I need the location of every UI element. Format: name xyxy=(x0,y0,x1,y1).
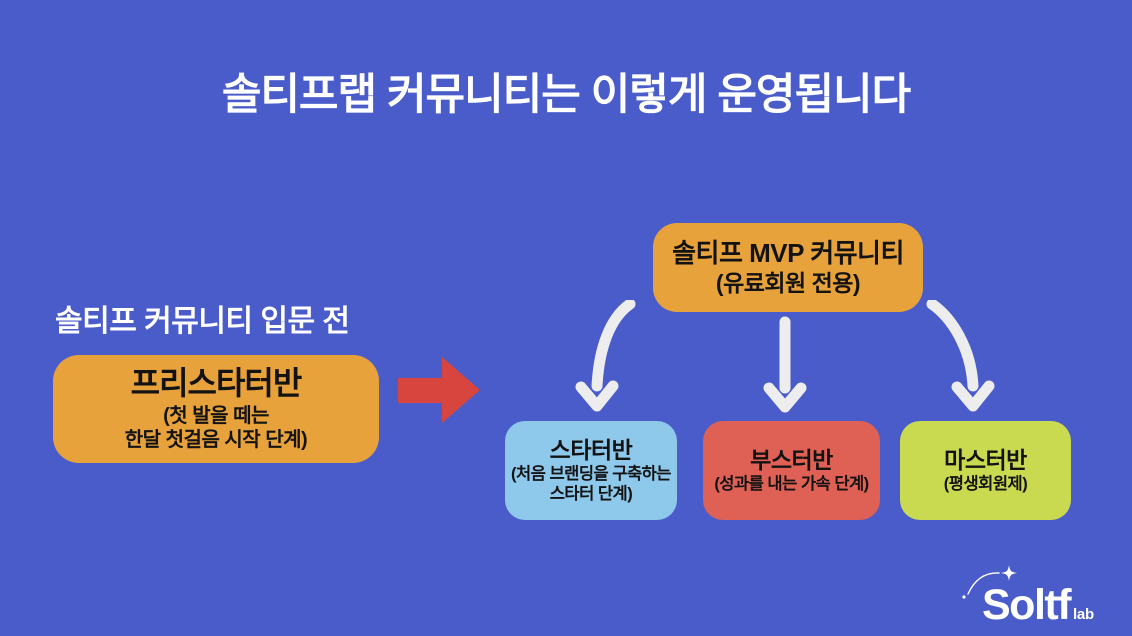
booster-box-title: 부스터반 xyxy=(750,446,833,473)
starter-box: 스타터반 (처음 브랜딩을 구축하는 스타터 단계) xyxy=(505,421,677,520)
curve-right-arrow-icon xyxy=(926,300,979,392)
brand-logo: Soltf lab xyxy=(982,584,1094,627)
prestarter-box-desc-line1: (첫 발을 떼는 xyxy=(163,405,269,428)
brand-logo-suffix: lab xyxy=(1073,606,1094,623)
pre-entry-label: 솔티프 커뮤니티 입문 전 xyxy=(55,305,350,338)
prestarter-box-title: 프리스타터반 xyxy=(130,364,303,401)
master-box: 마스터반 (평생회원제) xyxy=(900,421,1071,520)
sparkle-icon xyxy=(962,565,1017,599)
branch-arrows-icon xyxy=(575,300,995,413)
curve-right-arrowhead-icon xyxy=(951,380,995,412)
booster-box-desc-line1: (성과를 내는 가속 단계) xyxy=(714,474,869,493)
master-box-title: 마스터반 xyxy=(944,446,1027,473)
mvp-community-box: 솔티프 MVP 커뮤니티 (유료회원 전용) xyxy=(653,223,923,312)
brand-logo-text: Soltf xyxy=(982,581,1072,629)
mvp-box-subtitle: (유료회원 전용) xyxy=(715,270,861,297)
prestarter-box: 프리스타터반 (첫 발을 떼는 한달 첫걸음 시작 단계) xyxy=(53,355,379,463)
starter-box-title: 스타터반 xyxy=(549,436,633,463)
booster-box: 부스터반 (성과를 내는 가속 단계) xyxy=(703,421,880,520)
mvp-box-title: 솔티프 MVP 커뮤니티 xyxy=(672,237,904,268)
straight-down-arrowhead-icon xyxy=(763,382,807,413)
right-arrow-icon xyxy=(398,357,480,423)
curve-left-arrowhead-icon xyxy=(575,380,619,412)
master-box-desc-line1: (평생회원제) xyxy=(943,474,1028,493)
slide-title: 솔티프랩 커뮤니티는 이렇게 운영됩니다 xyxy=(221,71,911,119)
starter-box-desc-line2: 스타터 단계) xyxy=(549,484,633,503)
curve-left-arrow-icon xyxy=(591,300,636,392)
prestarter-box-desc-line2: 한달 첫걸음 시작 단계) xyxy=(124,429,308,452)
starter-box-desc-line1: (처음 브랜딩을 구축하는 xyxy=(511,465,671,484)
